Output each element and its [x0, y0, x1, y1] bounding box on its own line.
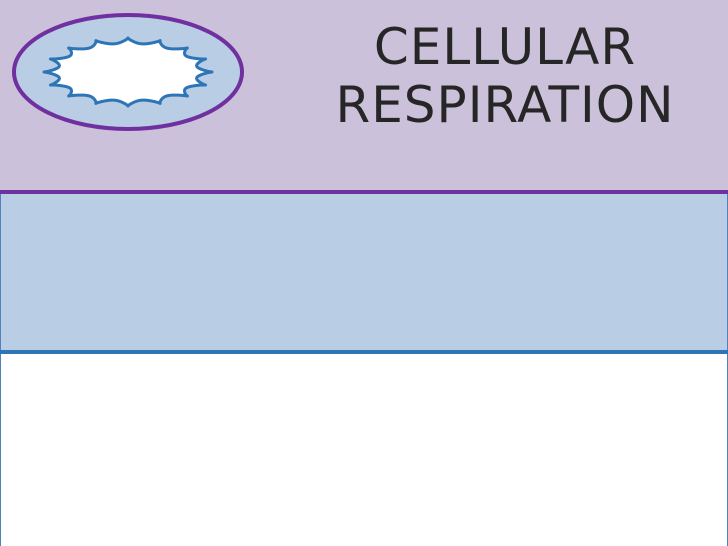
- title-band: [0, 0, 728, 190]
- mito-inner-membrane: [42, 36, 214, 108]
- title-divider: [0, 190, 728, 194]
- content-divider: [0, 350, 728, 354]
- mitochondrion-icon: [12, 13, 244, 131]
- lower-band: [0, 354, 728, 546]
- title-line-1: CELLULAR: [373, 18, 637, 76]
- slide-title: CELLULAR RESPIRATION: [290, 18, 720, 134]
- content-band: [0, 194, 728, 351]
- title-line-2: RESPIRATION: [335, 76, 675, 134]
